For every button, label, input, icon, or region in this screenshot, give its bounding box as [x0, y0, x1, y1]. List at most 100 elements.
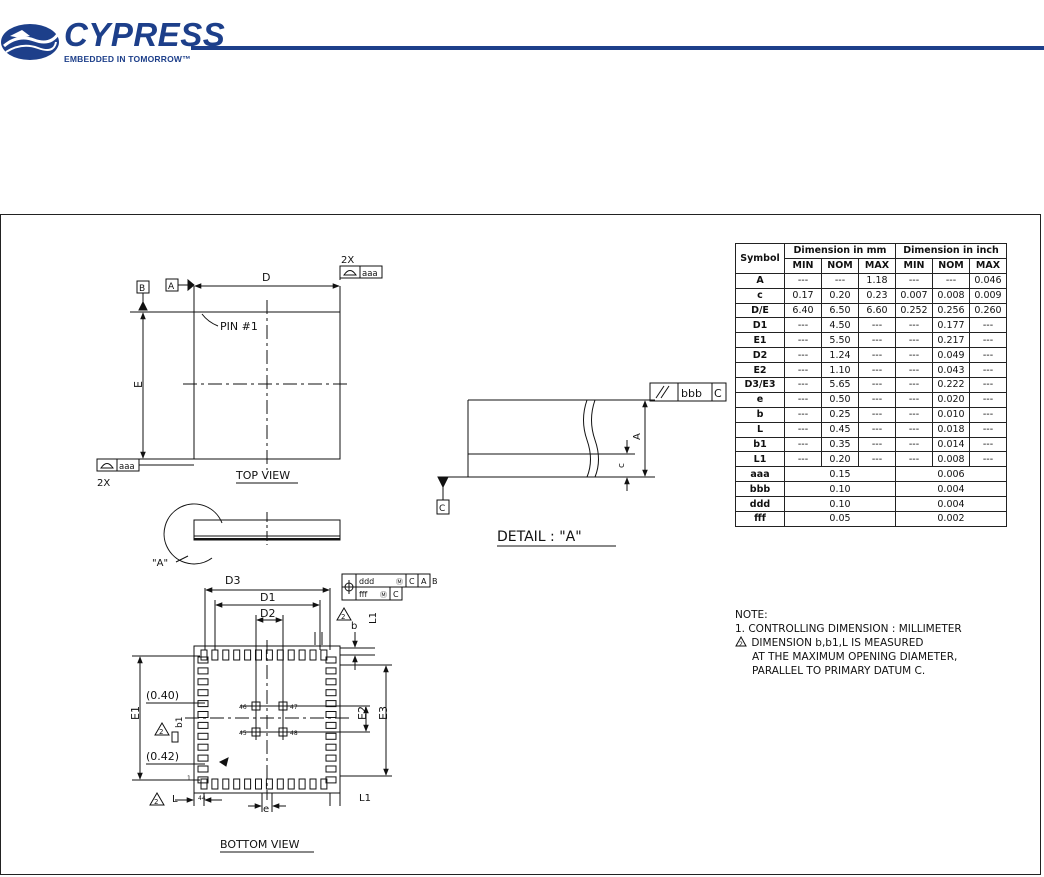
detail-dim-a: A: [632, 433, 643, 440]
row-value: 0.20: [821, 287, 859, 304]
row-symbol: E1: [735, 332, 785, 349]
subheader-4: NOM: [932, 257, 970, 274]
row-value: ---: [895, 272, 933, 289]
row-value: 0.50: [821, 391, 859, 408]
table-row: E2---1.10------0.043---: [735, 362, 1007, 379]
row-value: 0.260: [969, 302, 1007, 319]
pad-right: [325, 754, 337, 762]
pad-right: [325, 667, 337, 675]
row-value: 0.222: [932, 377, 970, 393]
row-symbol: L: [735, 421, 785, 438]
pad-left: [197, 689, 209, 697]
row-value: 0.049: [932, 347, 970, 364]
row-value: ---: [969, 406, 1007, 423]
pad-top: [287, 649, 295, 661]
row-symbol: A: [735, 272, 785, 289]
dim-e-label: E: [132, 381, 145, 388]
pad-top: [276, 649, 284, 661]
note-title: NOTE:: [735, 609, 768, 621]
fcf1-b: B: [432, 577, 438, 586]
row-value: ---: [858, 451, 896, 468]
side-view: [163, 503, 341, 565]
datum-b-label: B: [139, 284, 145, 294]
row-symbol: D3/E3: [735, 377, 785, 393]
row-symbol: aaa: [735, 466, 785, 483]
pin-label-46: 46: [239, 704, 247, 711]
pin-label-48: 48: [290, 730, 298, 737]
row-value: ---: [858, 377, 896, 393]
pad-left: [197, 732, 209, 740]
row-value: ---: [895, 317, 933, 334]
pad-bottom: [298, 778, 306, 790]
top-view: [96, 265, 383, 484]
pin-label-44: 44: [198, 795, 206, 802]
row-value: ---: [969, 391, 1007, 408]
table-row: L1---0.20------0.008---: [735, 451, 1007, 468]
subheader-5: MAX: [969, 257, 1007, 274]
row-value: ---: [784, 317, 822, 334]
detail-fcf-tol: bbb: [681, 387, 702, 400]
row-value: 0.177: [932, 317, 970, 334]
row-value: 0.15: [784, 466, 896, 483]
row-symbol: ddd: [735, 496, 785, 513]
pad-left: [197, 656, 209, 664]
row-value: ---: [858, 347, 896, 364]
note-triangle-icon: 2: [735, 635, 748, 650]
ref-042-label: (0.42): [146, 750, 179, 763]
tol-aaa-bottom: aaa: [119, 462, 135, 472]
row-value: ---: [969, 421, 1007, 438]
pads-right-col: [325, 656, 337, 784]
row-symbol: e: [735, 391, 785, 408]
row-value: ---: [784, 362, 822, 379]
pin-label-45: 45: [239, 730, 247, 737]
row-value: ---: [784, 332, 822, 349]
row-value: 6.60: [858, 302, 896, 319]
pad-right: [325, 776, 337, 784]
subheader-1: NOM: [821, 257, 859, 274]
dim-d-label: D: [262, 271, 270, 284]
row-value: ---: [858, 362, 896, 379]
cypress-globe-icon: [1, 24, 60, 60]
pad-right: [325, 721, 337, 729]
col-symbol: Symbol: [735, 243, 785, 274]
row-value: 0.20: [821, 451, 859, 468]
pad-right: [325, 700, 337, 708]
row-value: ---: [821, 272, 859, 289]
datum-a-label: A: [168, 282, 175, 292]
row-value: 5.65: [821, 377, 859, 393]
row-value: ---: [858, 436, 896, 453]
row-value: ---: [969, 332, 1007, 349]
pad-right: [325, 678, 337, 686]
table-row: L---0.45------0.018---: [735, 421, 1007, 438]
pad-left: [197, 678, 209, 686]
row-value: ---: [895, 391, 933, 408]
row-value: 0.043: [932, 362, 970, 379]
row-value: 0.008: [932, 287, 970, 304]
tol-aaa-top: aaa: [362, 269, 378, 279]
pad-left: [197, 721, 209, 729]
dim-e3-label: E3: [377, 706, 390, 720]
table-row: b---0.25------0.010---: [735, 406, 1007, 423]
row-value: ---: [895, 377, 933, 393]
row-value: ---: [784, 451, 822, 468]
row-symbol: b1: [735, 436, 785, 453]
subheader-3: MIN: [895, 257, 933, 274]
pad-left: [197, 667, 209, 675]
row-value: ---: [895, 421, 933, 438]
row-symbol: b: [735, 406, 785, 423]
row-value: 0.007: [895, 287, 933, 304]
row-value: 0.252: [895, 302, 933, 319]
pad-bottom: [244, 778, 252, 790]
ref-040-label: (0.40): [146, 689, 179, 702]
pad-bottom: [255, 778, 262, 790]
fcf1-c: C: [409, 577, 415, 586]
dimension-table: Symbol Dimension in mm Dimension in inch…: [735, 243, 1007, 527]
row-value: ---: [895, 347, 933, 364]
row-value: 0.018: [932, 421, 970, 438]
row-value: 0.014: [932, 436, 970, 453]
count-2x-top: 2X: [341, 255, 354, 266]
header-rule: [191, 46, 1044, 50]
col-inch: Dimension in inch: [895, 243, 1007, 259]
row-value: 0.25: [821, 406, 859, 423]
